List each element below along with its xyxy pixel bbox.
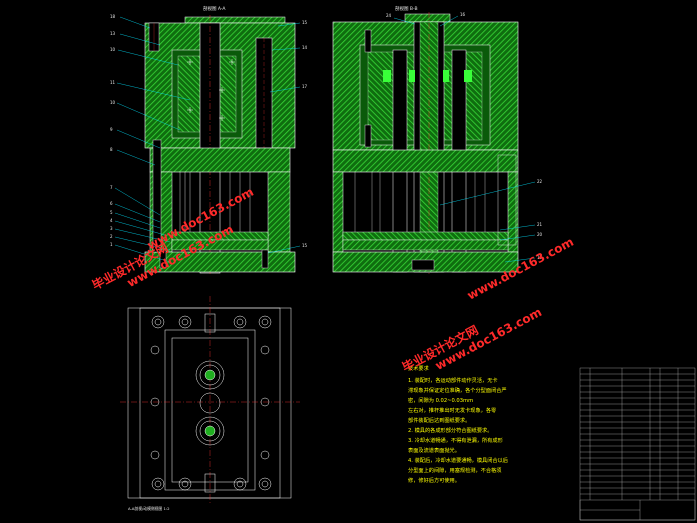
callout-11: 11 <box>110 80 116 85</box>
callout-19: 19 <box>537 255 543 260</box>
right-section-view: 剖视图 B-B <box>332 5 543 275</box>
left-section-view: 剖视图 A-A <box>110 5 308 275</box>
callout-10a: 10 <box>110 47 116 52</box>
callout-3: 3 <box>110 226 113 231</box>
callout-8: 8 <box>110 147 113 152</box>
callout-24: 24 <box>386 13 392 18</box>
locating-ring <box>404 13 451 23</box>
callout-10b: 10 <box>110 100 116 105</box>
watermark-2: 毕业设计论文网 www.doc163.com <box>399 305 544 375</box>
callout-9: 9 <box>110 127 113 132</box>
note-line: 滞现象并保证定位准确，各个分型面闭合严 <box>408 386 507 394</box>
note-line: 2. 模具的各成形部分符合图纸要求。 <box>408 426 492 434</box>
callout-7: 7 <box>110 185 113 190</box>
notes-title: 技术要求 <box>408 364 430 372</box>
ejector-plate <box>171 239 269 251</box>
moving-mold-plate <box>149 147 291 173</box>
note-line: 1. 装配时，各运动部件动作灵活，无卡 <box>408 376 498 384</box>
callout-5: 5 <box>110 210 113 215</box>
note-line: 表面及流道表面抛光。 <box>408 446 460 454</box>
callout-6: 6 <box>110 201 113 206</box>
callout-21: 21 <box>537 222 543 227</box>
callout-20: 20 <box>537 232 543 237</box>
bottom-clamp-plate <box>144 251 296 273</box>
left-view-title: 剖视图 A-A <box>203 5 226 12</box>
plan-view-caption: A-A剖视/动模侧视图 1:2 <box>128 506 170 511</box>
top-clamp-plate <box>184 16 286 24</box>
note-line: 左右对，推杆推出时无发卡现象，各零 <box>408 406 497 414</box>
callout-4: 4 <box>110 218 113 223</box>
note-line: 部件装配后达到图纸要求。 <box>408 416 470 424</box>
note-line: 3. 冷却水道畅通，不得有泄漏，所有成形 <box>408 436 504 444</box>
callout-17: 17 <box>302 84 308 89</box>
plan-view: A-A剖视/动模侧视图 1:2 <box>120 296 300 511</box>
callout-16: 16 <box>460 12 466 17</box>
note-line: 4. 装配后，冷却水道要通畅，模具闭合以后 <box>408 456 508 464</box>
note-line: 分型面上的间隙，用塞规检测，不合格须 <box>408 466 501 474</box>
technical-notes: 技术要求 1. 装配时，各运动部件动作灵活，无卡 滞现象并保证定位准确，各个分型… <box>408 364 508 484</box>
note-line: 密，间隙为 0.02~0.03mm <box>408 396 473 404</box>
note-line: 修，修好后方可使用。 <box>408 476 460 484</box>
title-block <box>579 367 696 521</box>
support-block-right <box>267 171 291 253</box>
callout-15b: 15 <box>302 243 308 248</box>
callout-14: 14 <box>302 45 308 50</box>
left-leader-lines <box>114 16 301 263</box>
right-view-title: 剖视图 B-B <box>395 5 418 12</box>
callout-2: 2 <box>110 234 113 239</box>
callout-1: 1 <box>110 242 113 247</box>
callout-22: 22 <box>537 179 543 184</box>
callout-18: 18 <box>110 14 116 19</box>
callout-13: 13 <box>110 31 116 36</box>
callout-15a: 15 <box>302 20 308 25</box>
